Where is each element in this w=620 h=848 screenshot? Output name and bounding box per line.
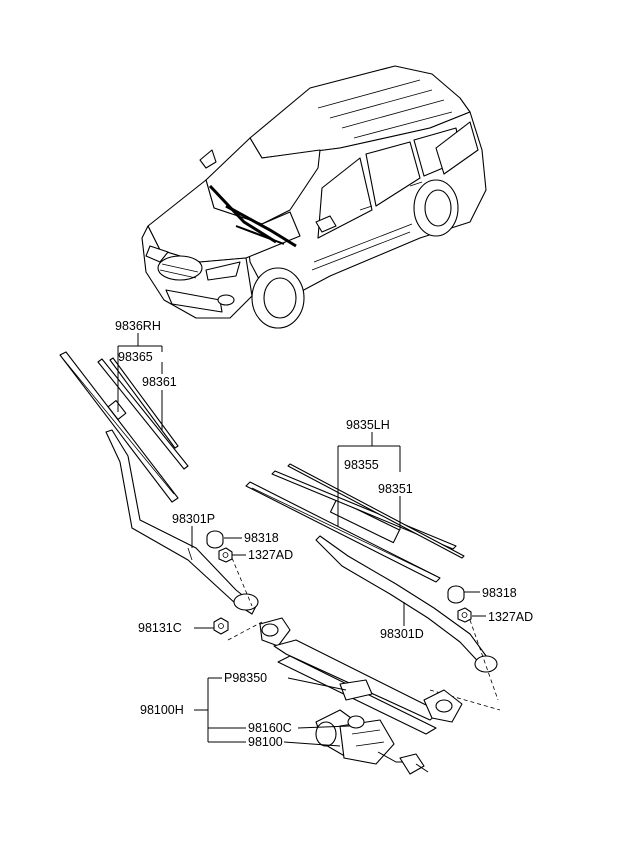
label-98318-upper: 98318 [244,531,279,545]
label-98318-lower: 98318 [482,586,517,600]
label-9835lh: 9835LH [346,418,390,432]
label-98160c: 98160C [248,721,292,735]
label-1327ad-upper: 1327AD [248,548,293,562]
label-p98350: P98350 [224,671,267,685]
wiper-linkage [259,617,463,735]
label-98301p: 98301P [172,512,215,526]
lh-wiper-arm [315,535,498,673]
lh-wiper-blade [245,463,465,583]
pivot-bolt [213,617,229,635]
label-98355: 98355 [344,458,379,472]
car-illustration [141,65,487,329]
label-98365: 98365 [118,350,153,364]
cap-nut-upper [206,530,233,563]
label-9836rh: 9836RH [115,319,161,333]
wiper-motor [315,709,429,775]
label-98351: 98351 [378,482,413,496]
label-98100h: 98100H [140,703,184,717]
label-98361: 98361 [142,375,177,389]
label-98301d: 98301D [380,627,424,641]
label-98100: 98100 [248,735,283,749]
cap-nut-lower [447,585,472,623]
rh-wiper-blade [59,351,189,503]
label-1327ad-lower: 1327AD [488,610,533,624]
leader-lines [117,333,486,747]
label-98131c: 98131C [138,621,182,635]
